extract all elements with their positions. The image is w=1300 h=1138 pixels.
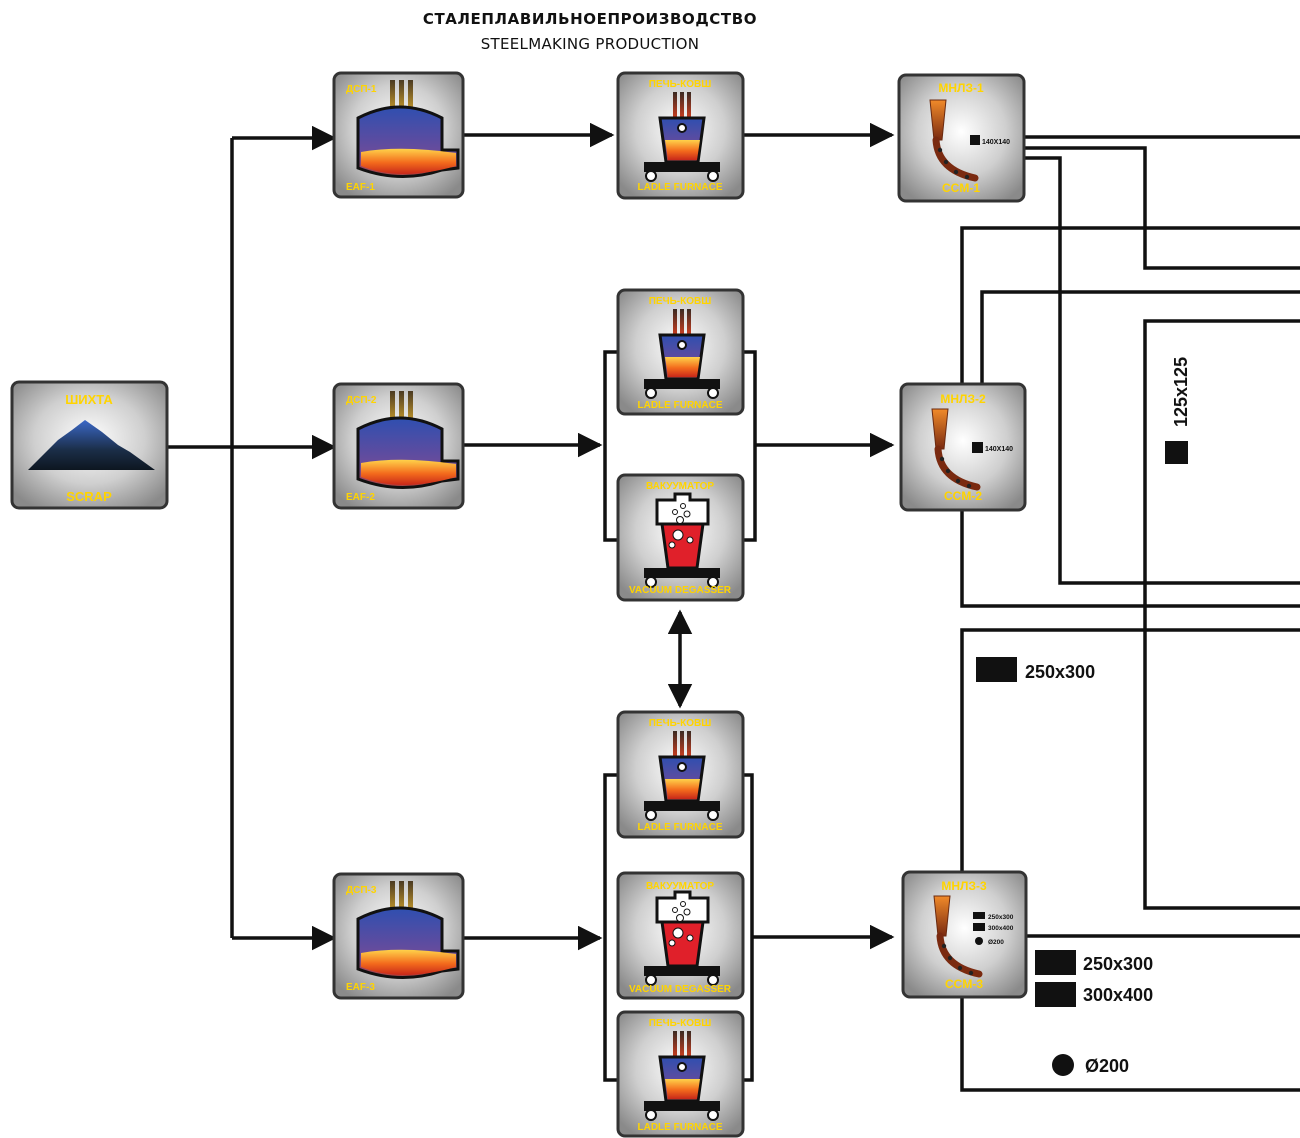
lf3b-node[interactable]: ПЕЧЬ-КОВШ LADLE FURNACE xyxy=(616,1010,745,1138)
lf3a-bottom-label: LADLE FURNACE xyxy=(638,822,723,833)
product-300x400: 300x400 xyxy=(1035,982,1153,1007)
round-section-icon xyxy=(975,937,983,945)
ladle-furnace-icon xyxy=(644,309,720,399)
ccm1-top-label: МНЛЗ-1 xyxy=(938,81,984,95)
vd2-bottom-label: VACUUM DEGASSER xyxy=(629,585,732,596)
vd2-node[interactable]: ВАКУУМАТОР VACUUM DEGASSER xyxy=(616,473,745,602)
ccm3-top-label: МНЛЗ-3 xyxy=(941,879,987,893)
eaf3-node[interactable]: ДСП-3 EAF-3 xyxy=(332,872,465,1000)
vacuum-degasser-icon xyxy=(644,890,720,986)
lf1-node[interactable]: ПЕЧЬ-КОВШ LADLE FURNACE xyxy=(616,71,745,200)
ladle-furnace-icon xyxy=(644,1031,720,1121)
round-billet-icon xyxy=(1052,1054,1074,1076)
eaf2-bottom-label: EAF-2 xyxy=(346,492,375,503)
rect-bloom-icon xyxy=(1035,950,1076,975)
continuous-caster-icon xyxy=(929,99,979,182)
product-250x300-mid-label: 250x300 xyxy=(1025,662,1095,682)
product-250x300-mid: 250x300 xyxy=(976,657,1095,682)
ladle-furnace-icon xyxy=(644,92,720,182)
scrap-node-top-label: ШИХТА xyxy=(65,392,113,407)
square-section-icon xyxy=(972,442,983,453)
vd3-node[interactable]: ВАКУУМАТОР VACUUM DEGASSER xyxy=(616,871,745,1000)
product-300x400-label: 300x400 xyxy=(1083,985,1153,1005)
arc-furnace-icon xyxy=(356,391,460,489)
ladle-furnace-icon xyxy=(644,731,720,821)
ccm2-size-0: 140X140 xyxy=(985,446,1013,453)
arc-furnace-icon xyxy=(356,80,460,178)
lf3a-top-label: ПЕЧЬ-КОВШ xyxy=(649,718,712,729)
ccm3-size-1: 300x400 xyxy=(988,925,1014,932)
line-125-loop xyxy=(1143,319,1300,910)
vd2-top-label: ВАКУУМАТОР xyxy=(646,481,714,492)
line-ccm1-out-b xyxy=(1025,146,1300,270)
lf2-bottom-label: LADLE FURNACE xyxy=(638,400,723,411)
continuous-caster-icon xyxy=(931,408,981,491)
eaf2-node[interactable]: ДСП-2 EAF-2 xyxy=(332,382,465,510)
ccm3-size-2: Ø200 xyxy=(988,939,1004,946)
arc-furnace-icon xyxy=(356,881,460,979)
vacuum-degasser-icon xyxy=(644,492,720,588)
diagram-title-en: STEELMAKING PRODUCTION xyxy=(480,35,700,53)
product-round-200-label: Ø200 xyxy=(1085,1056,1129,1076)
line-ccm2-out-a xyxy=(960,226,1300,385)
eaf1-node[interactable]: ДСП-1 EAF-1 xyxy=(332,71,465,199)
line-bus-right-3 xyxy=(744,773,754,1082)
lf1-bottom-label: LADLE FURNACE xyxy=(638,182,723,193)
rect-section-icon xyxy=(973,923,985,931)
ccm2-bottom-label: CCM-2 xyxy=(944,489,982,503)
square-section-icon xyxy=(970,135,980,145)
eaf1-top-label: ДСП-1 xyxy=(346,84,377,95)
eaf3-bottom-label: EAF-3 xyxy=(346,982,375,993)
ccm2-top-label: МНЛЗ-2 xyxy=(940,392,986,406)
lf3b-top-label: ПЕЧЬ-КОВШ xyxy=(649,1018,712,1029)
rect-section-icon xyxy=(973,912,985,919)
product-125x125: 125x125 xyxy=(1165,357,1191,464)
ccm3-size-0: 250x300 xyxy=(988,914,1014,921)
line-ccm2-out-c xyxy=(960,510,1300,608)
line-ccm2-out-b xyxy=(980,290,1300,385)
diagram-title-ru: СТАЛЕПЛАВИЛЬНОЕПРОИЗВОДСТВО xyxy=(422,10,758,28)
product-250x300-label: 250x300 xyxy=(1083,954,1153,974)
product-round-200: Ø200 xyxy=(1052,1054,1129,1076)
eaf1-bottom-label: EAF-1 xyxy=(346,182,375,193)
ccm1-size-0: 140X140 xyxy=(982,139,1010,146)
rect-bloom-icon xyxy=(976,657,1017,682)
product-125x125-label: 125x125 xyxy=(1171,357,1191,427)
lf2-node[interactable]: ПЕЧЬ-КОВШ LADLE FURNACE xyxy=(616,288,745,416)
line-bus-left-3 xyxy=(603,773,618,1082)
lf3b-bottom-label: LADLE FURNACE xyxy=(638,1122,723,1133)
line-bus-left-2 xyxy=(603,350,618,542)
ccm3-node[interactable]: 250x300 300x400 Ø200 МНЛЗ-3 CCM-3 xyxy=(901,870,1028,999)
square-billet-icon xyxy=(1165,441,1188,464)
line-bus-right-2 xyxy=(744,350,757,542)
eaf2-top-label: ДСП-2 xyxy=(346,395,377,406)
continuous-caster-icon xyxy=(933,895,983,978)
ccm2-node[interactable]: 140X140 МНЛЗ-2 CCM-2 xyxy=(899,382,1027,512)
vd3-top-label: ВАКУУМАТОР xyxy=(646,881,714,892)
eaf3-top-label: ДСП-3 xyxy=(346,885,377,896)
connector-lines xyxy=(168,122,1300,1092)
rect-bloom-icon xyxy=(1035,982,1076,1007)
scrap-node[interactable]: ШИХТА SCRAP xyxy=(10,380,169,510)
mountain-icon xyxy=(28,420,155,470)
lf1-top-label: ПЕЧЬ-КОВШ xyxy=(649,79,712,90)
lf2-top-label: ПЕЧЬ-КОВШ xyxy=(649,296,712,307)
product-250x300: 250x300 xyxy=(1035,950,1153,975)
ccm3-bottom-label: CCM-3 xyxy=(945,977,983,991)
line-ccm3-out-a xyxy=(960,628,1300,872)
lf3a-node[interactable]: ПЕЧЬ-КОВШ LADLE FURNACE xyxy=(616,710,745,839)
ccm1-node[interactable]: 140X140 МНЛЗ-1 CCM-1 xyxy=(897,73,1026,203)
vd3-bottom-label: VACUUM DEGASSER xyxy=(629,984,732,995)
scrap-node-bottom-label: SCRAP xyxy=(66,489,112,504)
line-ccm3-out-c xyxy=(960,997,1300,1092)
line-ccm1-out-c xyxy=(1025,156,1300,585)
ccm1-bottom-label: CCM-1 xyxy=(942,181,980,195)
